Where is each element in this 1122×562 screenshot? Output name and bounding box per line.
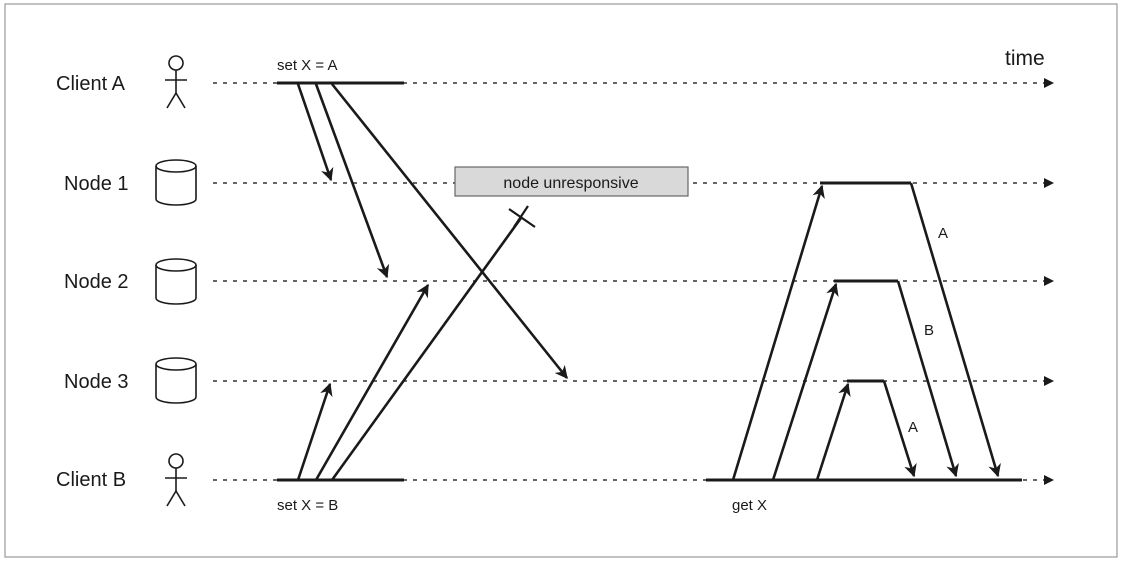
get-x-label: get X (732, 497, 767, 514)
node-unresponsive-label: node unresponsive (503, 175, 638, 192)
node-1-response-arrow (909, 182, 1001, 478)
database-cylinder-icon (155, 357, 197, 404)
read-request-to-node-3-arrow (815, 382, 851, 481)
node-2-response-arrow (896, 280, 959, 478)
set-x-a-label: set X = A (277, 57, 337, 74)
timeline-arrowhead (1044, 376, 1054, 386)
node-unresponsive-box (454, 166, 689, 197)
write-a-to-node-2-arrow (314, 83, 390, 279)
write-b-to-node-2-arrow (314, 283, 430, 481)
row-label-node-3: Node 3 (64, 371, 129, 393)
node-1-response-value: A (938, 225, 948, 242)
write-a-to-node-3-arrow (330, 83, 569, 380)
time-label: time (1005, 47, 1045, 70)
stick-figure-icon (165, 55, 187, 109)
figure-frame (4, 3, 1118, 558)
write-b-to-node-3-arrow (296, 382, 333, 481)
row-label-client-a: Client A (56, 73, 126, 95)
write-b-to-node-1-lost-arrow (330, 217, 523, 481)
set-x-b-label: set X = B (277, 497, 338, 514)
timeline-arrowhead (1044, 475, 1054, 485)
message-lost-cross-icon (508, 205, 536, 228)
read-request-to-node-2-arrow (771, 282, 839, 481)
timeline-arrowhead (1044, 178, 1054, 188)
read-request-to-node-1-arrow (731, 184, 825, 481)
node-3-response-value: A (908, 419, 918, 436)
stick-figure-icon (165, 453, 187, 507)
database-cylinder-icon (155, 258, 197, 305)
node-3-response-arrow (882, 380, 917, 478)
row-label-client-b: Client B (56, 469, 126, 491)
row-label-node-1: Node 1 (64, 173, 129, 195)
database-cylinder-icon (155, 159, 197, 206)
timeline-arrowhead (1044, 276, 1054, 286)
timeline-arrowhead (1044, 78, 1054, 88)
row-label-node-2: Node 2 (64, 271, 129, 293)
node-2-response-value: B (924, 322, 934, 339)
write-a-to-node-1-arrow (296, 83, 334, 182)
